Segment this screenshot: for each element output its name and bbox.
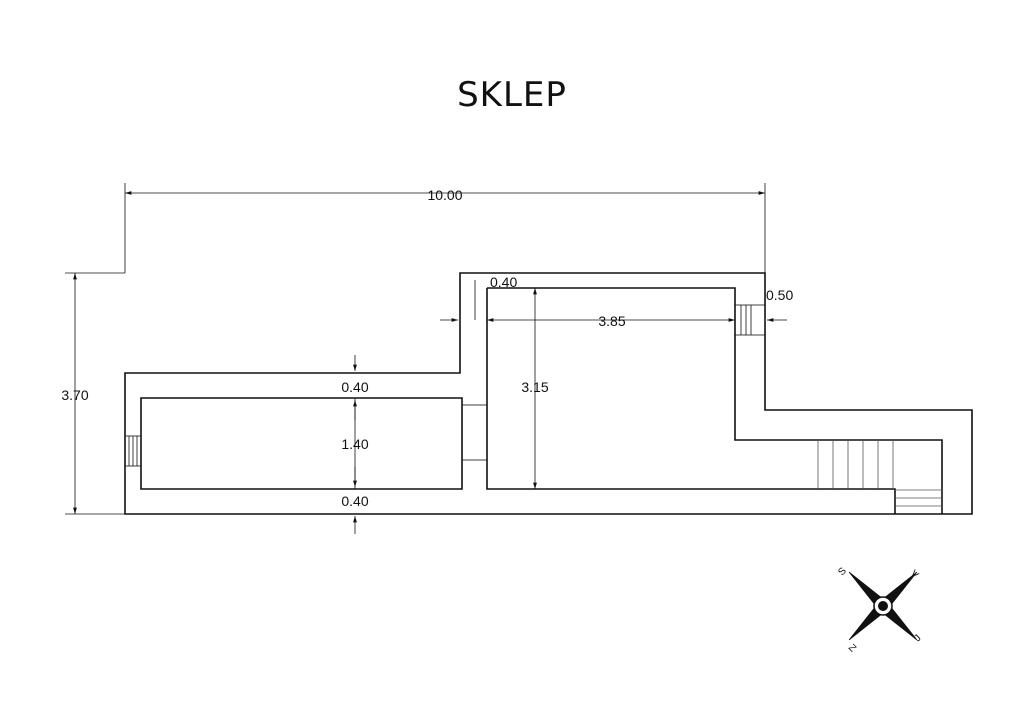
left-window (124, 435, 142, 467)
staircase (817, 440, 942, 507)
compass-west-label: Z (846, 642, 858, 654)
compass-north-label: S (836, 565, 849, 578)
right-window (734, 304, 766, 336)
passage-between-rooms (461, 404, 488, 461)
label-room-right-width: 3.85 (598, 313, 625, 329)
label-room-left-height: 1.40 (341, 436, 368, 452)
label-total-height: 3.70 (61, 387, 88, 403)
compass-rose (848, 571, 918, 641)
label-total-width: 10.00 (427, 187, 462, 203)
room-left-outline (140, 397, 463, 490)
dimension-total-height (65, 272, 125, 515)
label-wall-bottom: 0.40 (341, 493, 368, 509)
room-right-outline (486, 287, 943, 514)
outer-wall (124, 272, 973, 515)
label-wall-top-right: 0.40 (490, 274, 517, 290)
plan-title: SKLEP (457, 75, 567, 115)
compass-south-label: J (912, 633, 923, 644)
dimension-total-width (124, 183, 766, 273)
label-wall-top-left: 0.40 (341, 379, 368, 395)
label-room-right-height: 3.15 (521, 379, 548, 395)
label-door-right-width: 0.50 (766, 287, 793, 303)
